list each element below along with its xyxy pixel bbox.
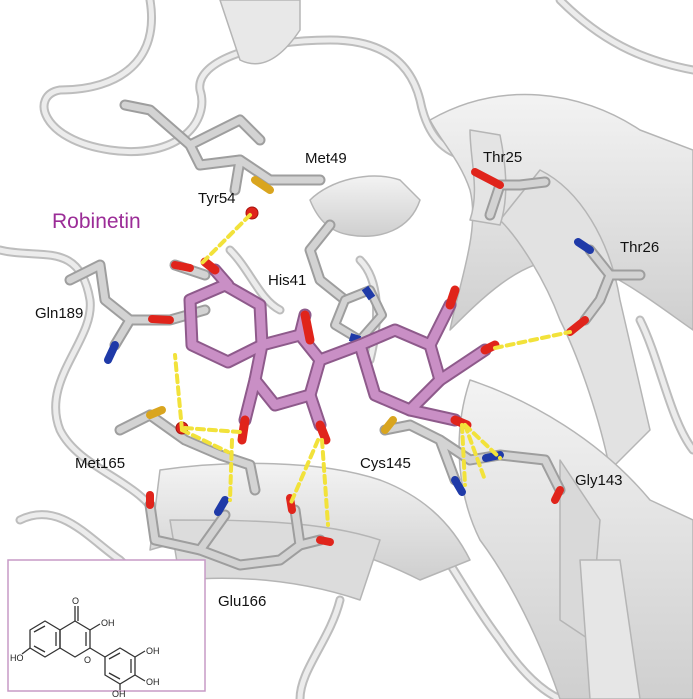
label-cys145: Cys145 (360, 455, 411, 472)
inset-frame (7, 559, 206, 692)
hydrogen-bonds (173, 213, 572, 527)
inset-structure: O OH HO O OH OH OH (7, 559, 206, 699)
residue-heteroatoms (104, 168, 594, 546)
label-met165: Met165 (75, 455, 125, 472)
residue-labels: Robinetin Met49 Tyr54 Thr25 Thr26 His41 … (35, 149, 659, 610)
label-his41: His41 (268, 272, 306, 289)
ligand-robinetin (183, 257, 500, 445)
structure-bonds (21, 606, 146, 690)
inset-o-carbonyl: O (72, 596, 79, 606)
inset-ho-7: HO (10, 653, 24, 663)
inset-oh-5p: OH (112, 689, 126, 699)
title-robinetin: Robinetin (52, 210, 141, 233)
inset-oh-3p: OH (146, 646, 160, 656)
label-thr25: Thr25 (483, 149, 522, 166)
label-glu166: Glu166 (218, 593, 266, 610)
inset-oh-3: OH (101, 618, 115, 628)
label-thr26: Thr26 (620, 239, 659, 256)
inset-oh-4p: OH (146, 677, 160, 687)
label-met49: Met49 (305, 150, 347, 167)
label-gln189: Gln189 (35, 305, 83, 322)
label-gly143: Gly143 (575, 472, 623, 489)
inset-o-ring: O (84, 655, 91, 665)
residue-sticks (64, 99, 646, 571)
label-tyr54: Tyr54 (198, 190, 236, 207)
